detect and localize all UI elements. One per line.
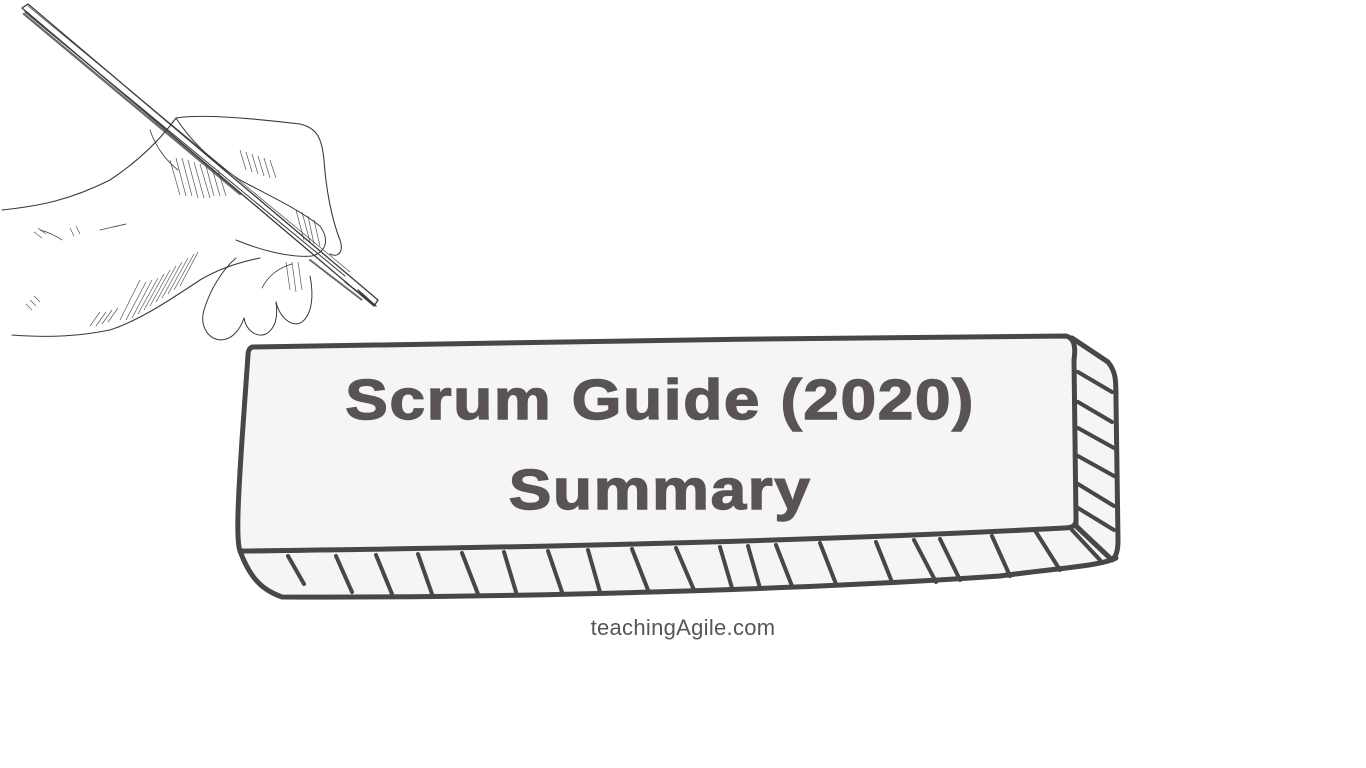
title-line-1: Scrum Guide (2020)	[344, 367, 975, 432]
title-line-2: Summary	[508, 457, 812, 522]
website-link[interactable]: teachingAgile.com	[590, 615, 776, 640]
title-block: Scrum Guide (2020) Summary	[250, 345, 1070, 545]
hand-writing-with-pencil-icon	[1, 3, 379, 341]
